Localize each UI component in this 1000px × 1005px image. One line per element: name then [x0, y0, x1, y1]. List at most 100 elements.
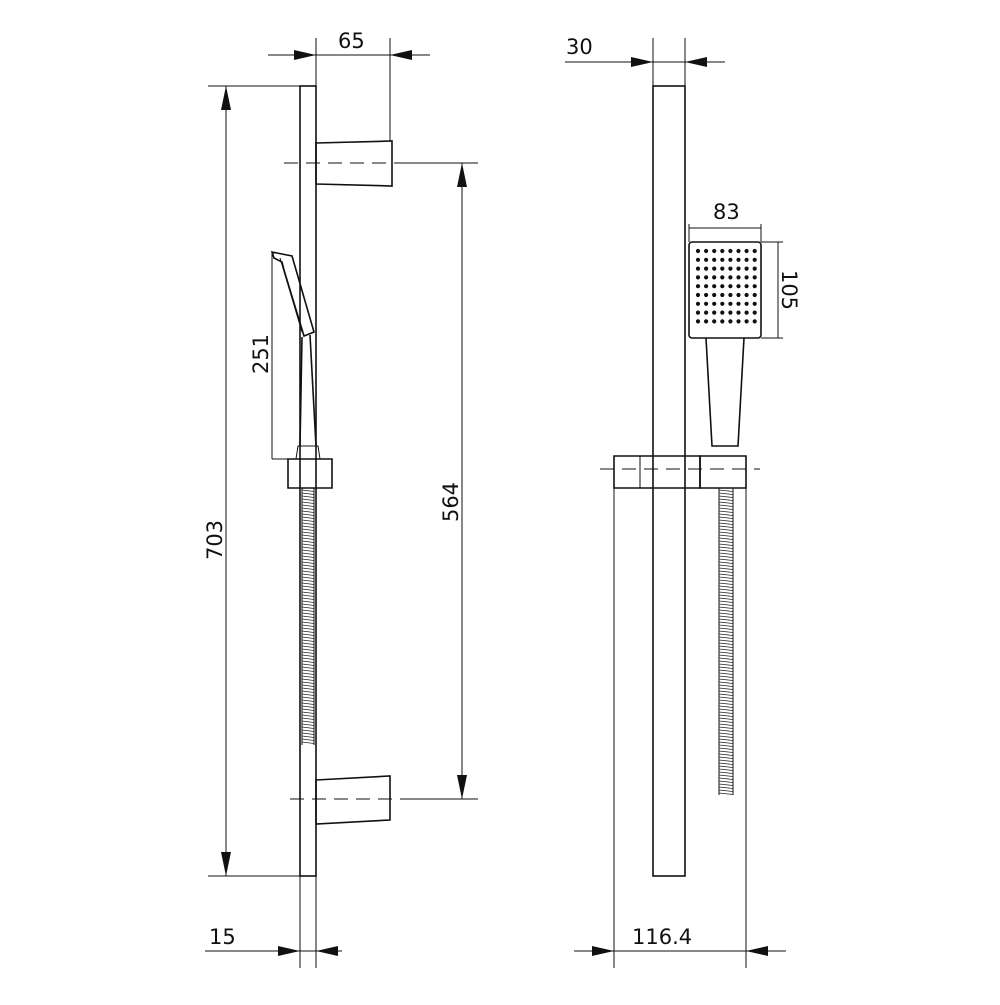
- handset-handle-back: [309, 334, 317, 447]
- hose-rib: [301, 594, 315, 597]
- hose-rib: [718, 501, 734, 504]
- side-view: 65 703 251 564 15: [203, 29, 478, 968]
- nozzle-dot: [695, 301, 701, 306]
- hose-rib: [718, 741, 734, 744]
- hose-rib: [301, 513, 315, 516]
- hose-rib: [718, 771, 734, 774]
- hose-rib: [718, 747, 734, 750]
- hose-rib: [718, 750, 734, 753]
- front-hose: [718, 488, 734, 795]
- nozzle-dot: [712, 284, 717, 289]
- nozzle-dot: [752, 257, 757, 262]
- hose-rib: [718, 627, 734, 630]
- hose-rib: [301, 543, 315, 546]
- hose-rib: [301, 630, 315, 633]
- nozzle-dot: [752, 292, 757, 298]
- nozzle-dot: [695, 275, 701, 280]
- hose-rib: [301, 540, 315, 543]
- holder-cone: [295, 445, 321, 460]
- hose-rib: [718, 669, 734, 672]
- hose-rib: [718, 645, 734, 648]
- nozzle-dot: [752, 275, 757, 280]
- hose-rib: [718, 756, 734, 759]
- nozzle-dot: [744, 248, 749, 254]
- hose-rib: [718, 783, 734, 786]
- hose-rib: [718, 525, 734, 528]
- hose-rib: [718, 540, 734, 543]
- hose-rib: [718, 504, 734, 507]
- nozzle-dot: [752, 319, 757, 324]
- handset-handle-front: [299, 336, 303, 447]
- hose-rib: [301, 657, 315, 660]
- nozzle-dot: [720, 257, 725, 262]
- hose-rib: [301, 534, 315, 537]
- nozzle-dot: [744, 319, 749, 324]
- nozzle-dot: [728, 310, 733, 315]
- nozzle-dot: [712, 310, 717, 315]
- nozzle-dot: [736, 310, 741, 315]
- nozzle-dot: [728, 284, 733, 289]
- nozzle-dot: [744, 301, 749, 306]
- nozzle-dot: [695, 319, 701, 324]
- nozzle-dot: [736, 248, 741, 254]
- hose-rib: [301, 666, 315, 669]
- dim-rail-width: 15: [209, 925, 236, 949]
- hose-rib: [718, 600, 734, 603]
- hose-rib: [301, 738, 315, 741]
- spray-nozzles: [695, 248, 757, 324]
- hose-rib: [718, 654, 734, 657]
- nozzle-dot: [704, 310, 709, 315]
- hose-rib: [301, 576, 315, 579]
- dim-bracket-spacing: 564: [439, 482, 463, 522]
- nozzle-dot: [736, 275, 741, 280]
- hose-rib: [718, 711, 734, 714]
- handset-head-front: [688, 241, 762, 339]
- hose-rib: [718, 765, 734, 768]
- nozzle-dot: [720, 275, 725, 280]
- hose-rib: [718, 588, 734, 591]
- hose-rib: [718, 585, 734, 588]
- hose-rib: [718, 789, 734, 792]
- nozzle-dot: [720, 319, 725, 324]
- side-rail: [299, 85, 317, 877]
- hose-rib: [718, 546, 734, 549]
- hose-rib: [718, 693, 734, 696]
- nozzle-dot: [704, 319, 709, 324]
- nozzle-dot: [744, 310, 749, 315]
- nozzle-dot: [704, 257, 709, 262]
- hose-rib: [301, 660, 315, 663]
- hose-rib: [718, 780, 734, 783]
- upper-bracket: [315, 140, 393, 187]
- dim-bracket-depth: 65: [338, 29, 365, 53]
- hose-rib: [301, 621, 315, 624]
- nozzle-dot: [736, 301, 741, 306]
- hose-rib: [718, 675, 734, 678]
- hose-rib: [718, 489, 734, 492]
- hose-rib: [301, 690, 315, 693]
- hose-rib: [301, 699, 315, 702]
- hose-rib: [301, 609, 315, 612]
- nozzle-dot: [744, 292, 749, 298]
- hose-rib: [301, 675, 315, 678]
- nozzle-dot: [752, 248, 757, 254]
- hose-rib: [301, 702, 315, 705]
- hose-rib: [301, 501, 315, 504]
- hose-rib: [301, 606, 315, 609]
- hose-rib: [301, 522, 315, 525]
- hose-rib: [718, 732, 734, 735]
- lower-bracket: [315, 775, 391, 825]
- hose-rib: [301, 615, 315, 618]
- hose-rib: [718, 651, 734, 654]
- nozzle-dot: [736, 266, 741, 271]
- nozzle-dot: [712, 257, 717, 262]
- hose-rib: [718, 594, 734, 597]
- hose-rib: [718, 561, 734, 564]
- hose-rib: [718, 753, 734, 756]
- hose-rib: [718, 591, 734, 594]
- hose-rib: [718, 681, 734, 684]
- hose-rib: [301, 648, 315, 651]
- hose-rib: [718, 510, 734, 513]
- hose-rib: [301, 741, 315, 744]
- dim-total-height: 703: [203, 520, 227, 560]
